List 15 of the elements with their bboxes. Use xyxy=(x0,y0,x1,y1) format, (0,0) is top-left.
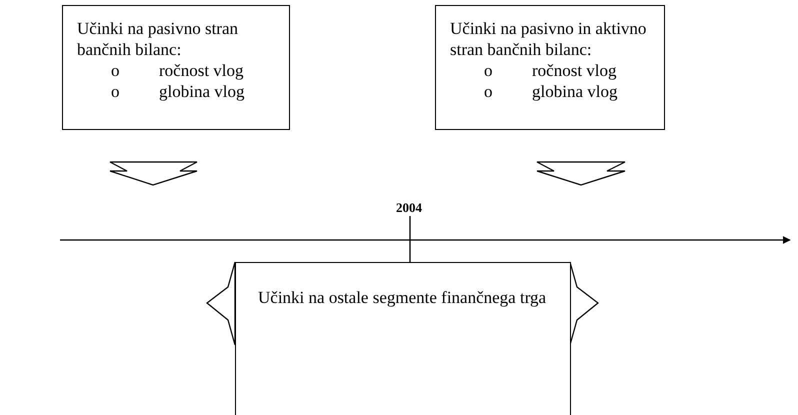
box-heading: Učinki na ostale segmente finančnega trga xyxy=(258,287,548,308)
bullet-marker: o xyxy=(111,60,120,81)
bullet-item: globina vlog xyxy=(159,81,244,102)
text-box xyxy=(62,5,290,130)
bullet-item: ročnost vlog xyxy=(159,60,244,81)
bullet-marker: o xyxy=(484,81,494,102)
year-label: 2004 xyxy=(396,200,422,216)
text-box xyxy=(435,5,665,130)
block-arrow xyxy=(206,261,236,346)
bullet-marker: o xyxy=(484,60,494,81)
box-heading: Učinki na pasivno stran bančnih bilanc: xyxy=(77,18,239,60)
bullet-marker: o xyxy=(111,81,120,102)
bullet-item: globina vlog xyxy=(532,81,618,102)
box-heading: Učinki na pasivno in aktivno stran bančnih bilanc: xyxy=(450,18,648,60)
bullet-item: ročnost vlog xyxy=(532,60,617,81)
